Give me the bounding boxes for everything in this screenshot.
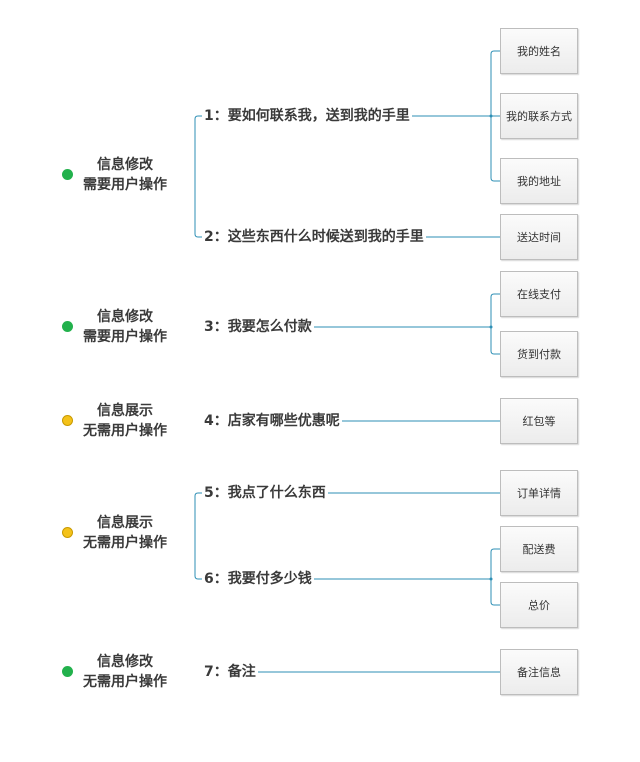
junction-dot: [489, 325, 493, 329]
status-dot-yellow: [62, 415, 73, 426]
answer-bracket: [490, 548, 500, 606]
category-label-line: 需要用户操作: [83, 329, 167, 345]
category-label-line: 需要用户操作: [83, 177, 167, 193]
junction-dot: [489, 577, 493, 581]
category-label-line: 无需用户操作: [83, 674, 167, 690]
answer-bracket: [490, 293, 500, 355]
category-label-line: 信息修改: [97, 157, 153, 173]
category-label-line: 信息修改: [97, 654, 153, 670]
junction-dot: [489, 114, 493, 118]
answer-box: 总价: [500, 582, 578, 628]
answer-box: 配送费: [500, 526, 578, 572]
category-label-line: 信息展示: [97, 403, 153, 419]
question-label: 6：我要付多少钱: [204, 570, 314, 588]
group-bracket: [194, 115, 202, 238]
category-label: 信息展示无需用户操作: [70, 513, 180, 553]
status-dot-green: [62, 169, 73, 180]
group-bracket: [194, 492, 202, 580]
answer-box: 我的地址: [500, 158, 578, 204]
question-label: 4：店家有哪些优惠呢: [204, 412, 342, 430]
category-label: 信息修改无需用户操作: [70, 652, 180, 692]
category-label: 信息展示无需用户操作: [70, 401, 180, 441]
answer-box: 货到付款: [500, 331, 578, 377]
category-label: 信息修改需要用户操作: [70, 155, 180, 195]
question-label: 5：我点了什么东西: [204, 484, 328, 502]
question-label: 1：要如何联系我，送到我的手里: [204, 107, 412, 125]
category-label-line: 无需用户操作: [83, 535, 167, 551]
answer-box: 订单详情: [500, 470, 578, 516]
question-label: 7：备注: [204, 663, 258, 681]
status-dot-yellow: [62, 527, 73, 538]
answer-box: 我的联系方式: [500, 93, 578, 139]
answer-box: 我的姓名: [500, 28, 578, 74]
category-label-line: 无需用户操作: [83, 423, 167, 439]
category-label-line: 信息修改: [97, 309, 153, 325]
answer-box: 送达时间: [500, 214, 578, 260]
category-label-line: 信息展示: [97, 515, 153, 531]
question-label: 3：我要怎么付款: [204, 318, 314, 336]
status-dot-green: [62, 321, 73, 332]
status-dot-green: [62, 666, 73, 677]
category-label: 信息修改需要用户操作: [70, 307, 180, 347]
answer-box: 在线支付: [500, 271, 578, 317]
answer-box: 红包等: [500, 398, 578, 444]
answer-box: 备注信息: [500, 649, 578, 695]
question-label: 2：这些东西什么时候送到我的手里: [204, 228, 426, 246]
